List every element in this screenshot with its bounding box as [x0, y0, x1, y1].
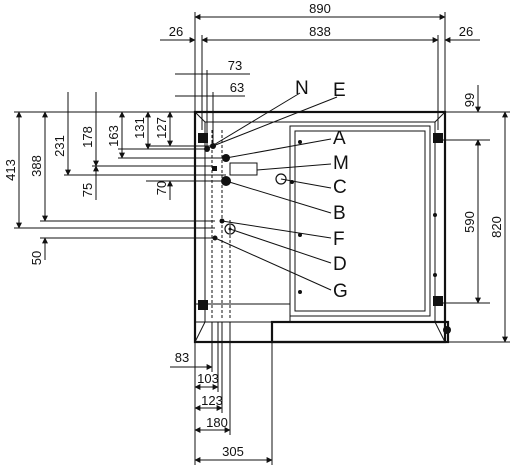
dim-820: 820 [489, 216, 504, 238]
right-dimensions: 99 590 820 [440, 85, 510, 343]
drain-point [443, 326, 451, 334]
label-f: F [333, 229, 345, 250]
outer-frame [193, 110, 447, 344]
box-m [229, 162, 258, 176]
dim-231: 231 [52, 135, 67, 157]
dim-99: 99 [462, 93, 477, 107]
leaders [206, 92, 338, 291]
service-panel [289, 125, 431, 317]
point-labels: N E A M C B F D G [295, 78, 349, 302]
dim-edge-left: 26 [169, 24, 183, 39]
dim-50: 50 [29, 251, 44, 265]
top-dimensions: 890 838 26 26 73 63 [160, 1, 480, 150]
dim-83: 83 [175, 350, 189, 365]
dim-123: 123 [201, 393, 223, 408]
dim-163: 163 [106, 125, 121, 147]
label-e: E [333, 80, 346, 101]
dim-131: 131 [132, 117, 147, 139]
label-d: D [333, 254, 347, 275]
label-b: B [333, 203, 346, 224]
dim-388: 388 [29, 155, 44, 177]
dim-edge-right: 26 [459, 24, 473, 39]
unit-outline [193, 110, 451, 344]
label-n: N [295, 78, 309, 99]
mount-bottom-right [433, 296, 443, 306]
dim-127: 127 [154, 117, 169, 139]
bottom-rail [270, 320, 450, 344]
inner-frame [204, 121, 436, 323]
dim-103: 103 [197, 371, 219, 386]
label-c: C [333, 177, 347, 198]
dim-75: 75 [80, 183, 95, 197]
mount-top-right [433, 133, 443, 143]
bottom-dimensions: 83 103 123 180 305 [170, 322, 273, 465]
left-dimensions: 413 388 50 231 178 75 163 131 127 70 [3, 92, 226, 265]
service-panel-inner [294, 130, 426, 312]
mount-top-left [198, 133, 208, 143]
dim-305: 305 [222, 444, 244, 459]
dim-70: 70 [154, 181, 169, 195]
bottom-left-panel [194, 303, 291, 323]
dim-e-offset: 63 [230, 80, 244, 95]
label-a: A [333, 128, 346, 149]
label-g: G [333, 281, 348, 302]
dim-180: 180 [206, 415, 228, 430]
base-rail [194, 321, 446, 343]
dim-inner-width: 838 [309, 24, 331, 39]
point-d [224, 223, 236, 235]
dim-178: 178 [80, 126, 95, 148]
mount-bottom-left [198, 300, 208, 310]
point-c [275, 173, 287, 185]
dim-total-width: 890 [309, 1, 331, 16]
label-m: M [333, 153, 349, 174]
dim-413: 413 [3, 159, 18, 181]
dim-n-offset: 73 [228, 58, 242, 73]
dim-590: 590 [462, 211, 477, 233]
